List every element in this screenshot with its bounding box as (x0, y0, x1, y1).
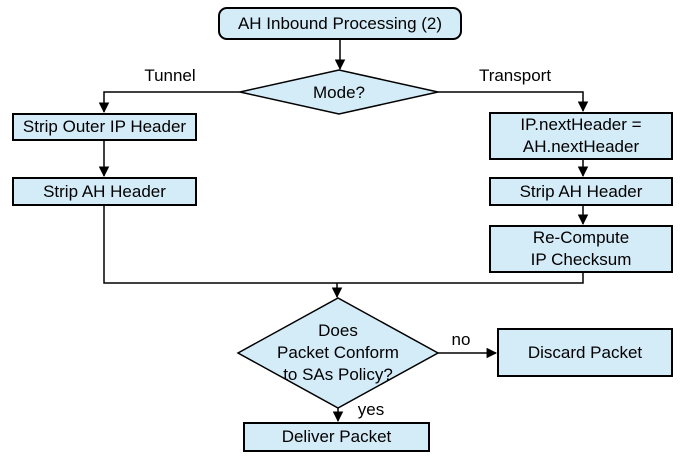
strip-ah-header-left-label: Strip AH Header (43, 181, 166, 201)
policy-decision-line-3: to SAs Policy? (283, 365, 393, 384)
strip-outer-ip-header-label: Strip Outer IP Header (22, 117, 187, 136)
edge-label-transport: Transport (478, 66, 552, 85)
edge-mode-tunnel (98, 91, 240, 114)
discard-packet-label: Discard Packet (527, 342, 643, 362)
node-discard-packet: Discard Packet (497, 328, 673, 377)
node-ip-next-header: IP.nextHeader = AH.nextHeader (489, 112, 673, 160)
policy-decision-diamond (236, 297, 440, 409)
mode-decision-diamond (239, 69, 439, 115)
edge-label-no: no (451, 330, 471, 349)
edge-label-tunnel: Tunnel (144, 66, 196, 85)
node-mode-decision: Mode? (279, 82, 399, 104)
recompute-checksum-line-2: IP Checksum (530, 250, 632, 269)
edge-merge-line (103, 206, 584, 284)
edge-mode-transport (438, 91, 589, 113)
ip-next-header-line-1: IP.nextHeader = (520, 115, 642, 134)
node-start: AH Inbound Processing (2) (218, 7, 462, 40)
mode-decision-label: Mode? (313, 83, 365, 102)
deliver-packet-label: Deliver Packet (281, 427, 392, 446)
node-policy-decision: Does Packet Conform to SAs Policy? (238, 320, 438, 386)
policy-decision-line-1: Does (318, 321, 358, 340)
strip-ah-header-right-label: Strip AH Header (519, 181, 643, 201)
ip-next-header-line-2: AH.nextHeader (522, 137, 640, 156)
node-deliver-packet: Deliver Packet (243, 422, 430, 452)
policy-decision-line-2: Packet Conform (277, 343, 399, 362)
recompute-checksum-line-1: Re-Compute (532, 228, 630, 247)
node-start-label: AH Inbound Processing (2) (237, 13, 443, 33)
node-strip-outer-ip-header: Strip Outer IP Header (12, 113, 197, 141)
node-strip-ah-header-right: Strip AH Header (489, 177, 673, 206)
edge-label-yes: yes (357, 400, 385, 419)
node-strip-ah-header-left: Strip AH Header (12, 177, 197, 206)
node-recompute-checksum: Re-Compute IP Checksum (489, 225, 673, 273)
